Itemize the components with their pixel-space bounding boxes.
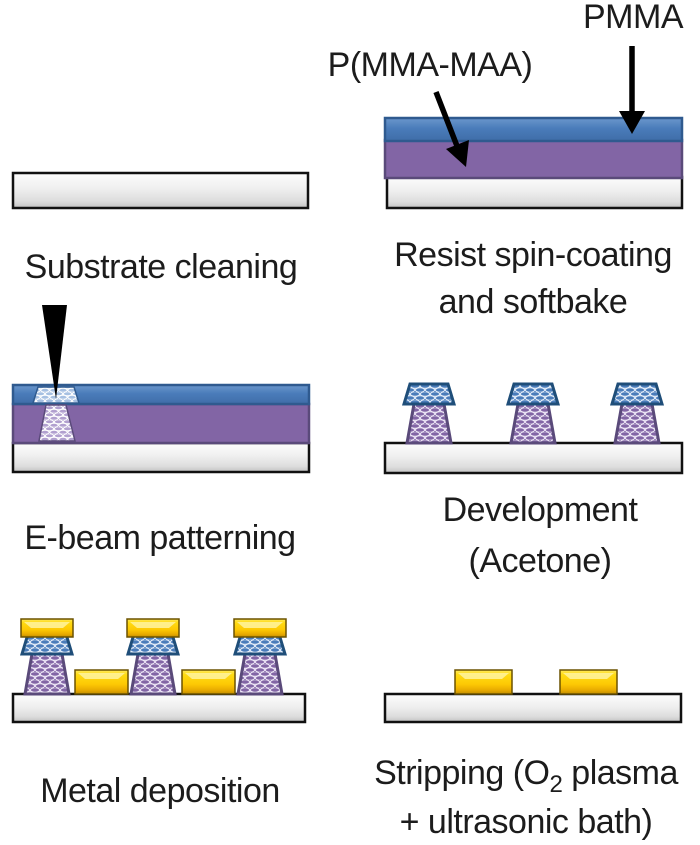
label-pmma-maa: P(MMA-MAA): [327, 46, 533, 84]
ebeam-cone-icon: [42, 305, 67, 399]
caption-metal-deposition: Metal deposition: [40, 772, 280, 810]
pmma-arrow: [619, 46, 645, 134]
resist-pillar: [401, 382, 457, 445]
pmma-layer-step3: [11, 383, 311, 406]
metal-deposition-step5: [11, 618, 307, 724]
metal-bar: [454, 669, 513, 695]
caption-development-line1: Development: [442, 491, 638, 529]
caption-resist-spin-coating-line1: Resist spin-coating: [394, 236, 672, 274]
resist-stack-step2: [383, 116, 684, 210]
substrate-step4: [383, 441, 684, 475]
label-pmma: PMMA: [583, 0, 684, 36]
stripping-text-post: plasma: [562, 754, 678, 792]
resist-pillar-with-metal: [232, 618, 288, 696]
pmma-maa-arrow: [433, 91, 469, 167]
caption-resist-spin-coating-line2: and softbake: [438, 283, 628, 321]
resist-stack-step3: [11, 305, 311, 474]
caption-substrate-cleaning: Substrate cleaning: [24, 248, 298, 286]
resist-pillar-with-metal: [19, 618, 75, 696]
stripping-text-subscript: 2: [549, 771, 563, 798]
development-step4: [383, 382, 684, 475]
caption-stripping-line2: + ultrasonic bath): [399, 803, 653, 841]
substrate-step2: [385, 175, 684, 210]
metal-bar: [559, 669, 618, 695]
caption-development-line2: (Acetone): [468, 542, 612, 580]
exposed-region-copolymer: [38, 404, 76, 442]
substrate-step3: [11, 441, 311, 474]
caption-ebeam-patterning: E-beam patterning: [24, 519, 296, 557]
substrate-step1: [11, 171, 310, 210]
stripping-step6: [383, 669, 683, 724]
stripping-text-pre: Stripping (O: [374, 754, 550, 792]
substrate-step5: [11, 692, 307, 724]
substrate-step6: [383, 692, 683, 724]
pmma-layer: [383, 116, 684, 143]
caption-stripping-line1: Stripping (O2 plasma: [352, 752, 700, 798]
copolymer-layer: [383, 138, 684, 180]
metal-bar: [181, 669, 236, 695]
resist-pillar: [609, 382, 665, 445]
resist-pillar: [505, 382, 561, 445]
resist-pillar-with-metal: [125, 618, 181, 696]
metal-bar: [74, 669, 129, 695]
